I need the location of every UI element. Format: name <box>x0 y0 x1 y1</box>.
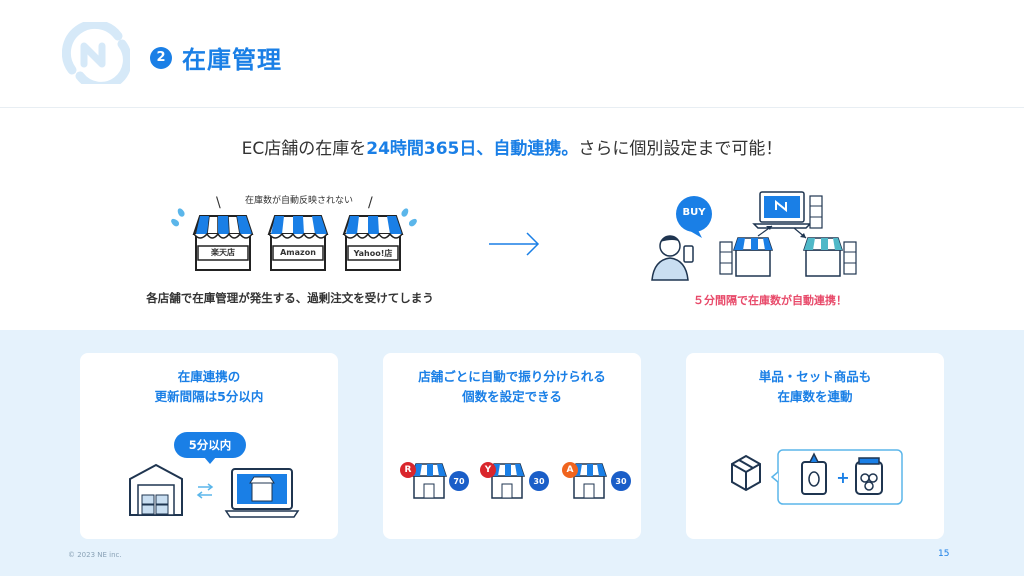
page-number: 15 <box>938 549 950 559</box>
page-title: 在庫管理 <box>182 46 282 74</box>
auto-sync-illustration <box>651 191 857 281</box>
card-title: 在庫連携の 更新間隔は5分以内 <box>80 367 338 407</box>
card-title-line1: 単品・セット商品も <box>758 369 872 384</box>
card-title-line2: 在庫数を連動 <box>777 389 853 404</box>
interval-bubble: 5分以内 <box>174 432 246 464</box>
storefront-icon <box>267 215 329 271</box>
section-number-badge: 2 <box>150 46 172 69</box>
storefront-icon <box>192 215 254 271</box>
warehouse-to-laptop-illustration <box>129 463 300 518</box>
rakuten-count-badge: 70 <box>449 471 469 491</box>
copyright: © 2023 NE inc. <box>68 551 122 559</box>
left-caption: 各店舗で在庫管理が発生する、過剰注文を受けてしまう <box>146 291 434 305</box>
yahoo-count-badge: 30 <box>529 471 549 491</box>
feature-card-allocation: 店舗ごとに自動で振り分けられる 個数を設定できる <box>383 353 641 539</box>
headline-highlight: 24時間365日、自動連携。 <box>366 139 579 159</box>
yahoo-badge: Y <box>480 462 496 478</box>
card-title-line1: 在庫連携の <box>177 369 241 384</box>
right-caption: ５分間隔で在庫数が自動連携！ <box>693 294 847 307</box>
shop-amazon: Amazon <box>265 212 331 274</box>
header: 2 在庫管理 <box>0 0 1024 108</box>
card-title: 店舗ごとに自動で振り分けられる 個数を設定できる <box>383 367 641 407</box>
shop-label: Amazon <box>280 248 316 257</box>
shop-label: 楽天店 <box>211 248 235 257</box>
card-title-line2: 個数を設定できる <box>462 389 562 404</box>
headline-part2: さらに個別設定まで可能！ <box>578 139 783 159</box>
card-title-line1: 店舗ごとに自動で振り分けられる <box>418 369 606 384</box>
rakuten-badge: R <box>400 462 416 478</box>
no-sync-caption: 在庫数が自動反映されない <box>244 196 353 206</box>
shop-rakuten: 楽天店 <box>190 212 256 274</box>
sweat-drop-icon <box>169 217 181 228</box>
sweat-drop-icon <box>176 207 186 218</box>
shop-label: Yahoo!店 <box>353 249 393 258</box>
storefront-icon <box>342 215 404 271</box>
slash-left-mark: \ <box>216 195 221 211</box>
shop-yahoo: Yahoo!店 <box>340 212 406 274</box>
headline: EC店舗の在庫を24時間365日、自動連携。さらに個別設定まで可能！ <box>0 134 1024 159</box>
card-title: 単品・セット商品も 在庫数を連動 <box>686 367 944 407</box>
sweat-drop-icon <box>407 217 419 228</box>
card-title-line2: 更新間隔は5分以内 <box>154 389 264 404</box>
allocation-shops-illustration <box>410 463 608 499</box>
page-title-group: 2 在庫管理 <box>150 40 282 75</box>
feature-card-set-products: 単品・セット商品も 在庫数を連動 <box>686 353 944 539</box>
buy-label: BUY <box>682 207 706 218</box>
headline-part1: EC店舗の在庫を <box>241 139 367 159</box>
slash-right-mark: / <box>368 195 373 211</box>
brand-logo-icon <box>62 22 130 84</box>
amazon-badge: A <box>562 462 578 478</box>
amazon-count-badge: 30 <box>611 471 631 491</box>
arrow-right-icon <box>489 232 540 256</box>
plus-sign: + <box>836 468 850 487</box>
set-product-illustration <box>731 449 903 505</box>
